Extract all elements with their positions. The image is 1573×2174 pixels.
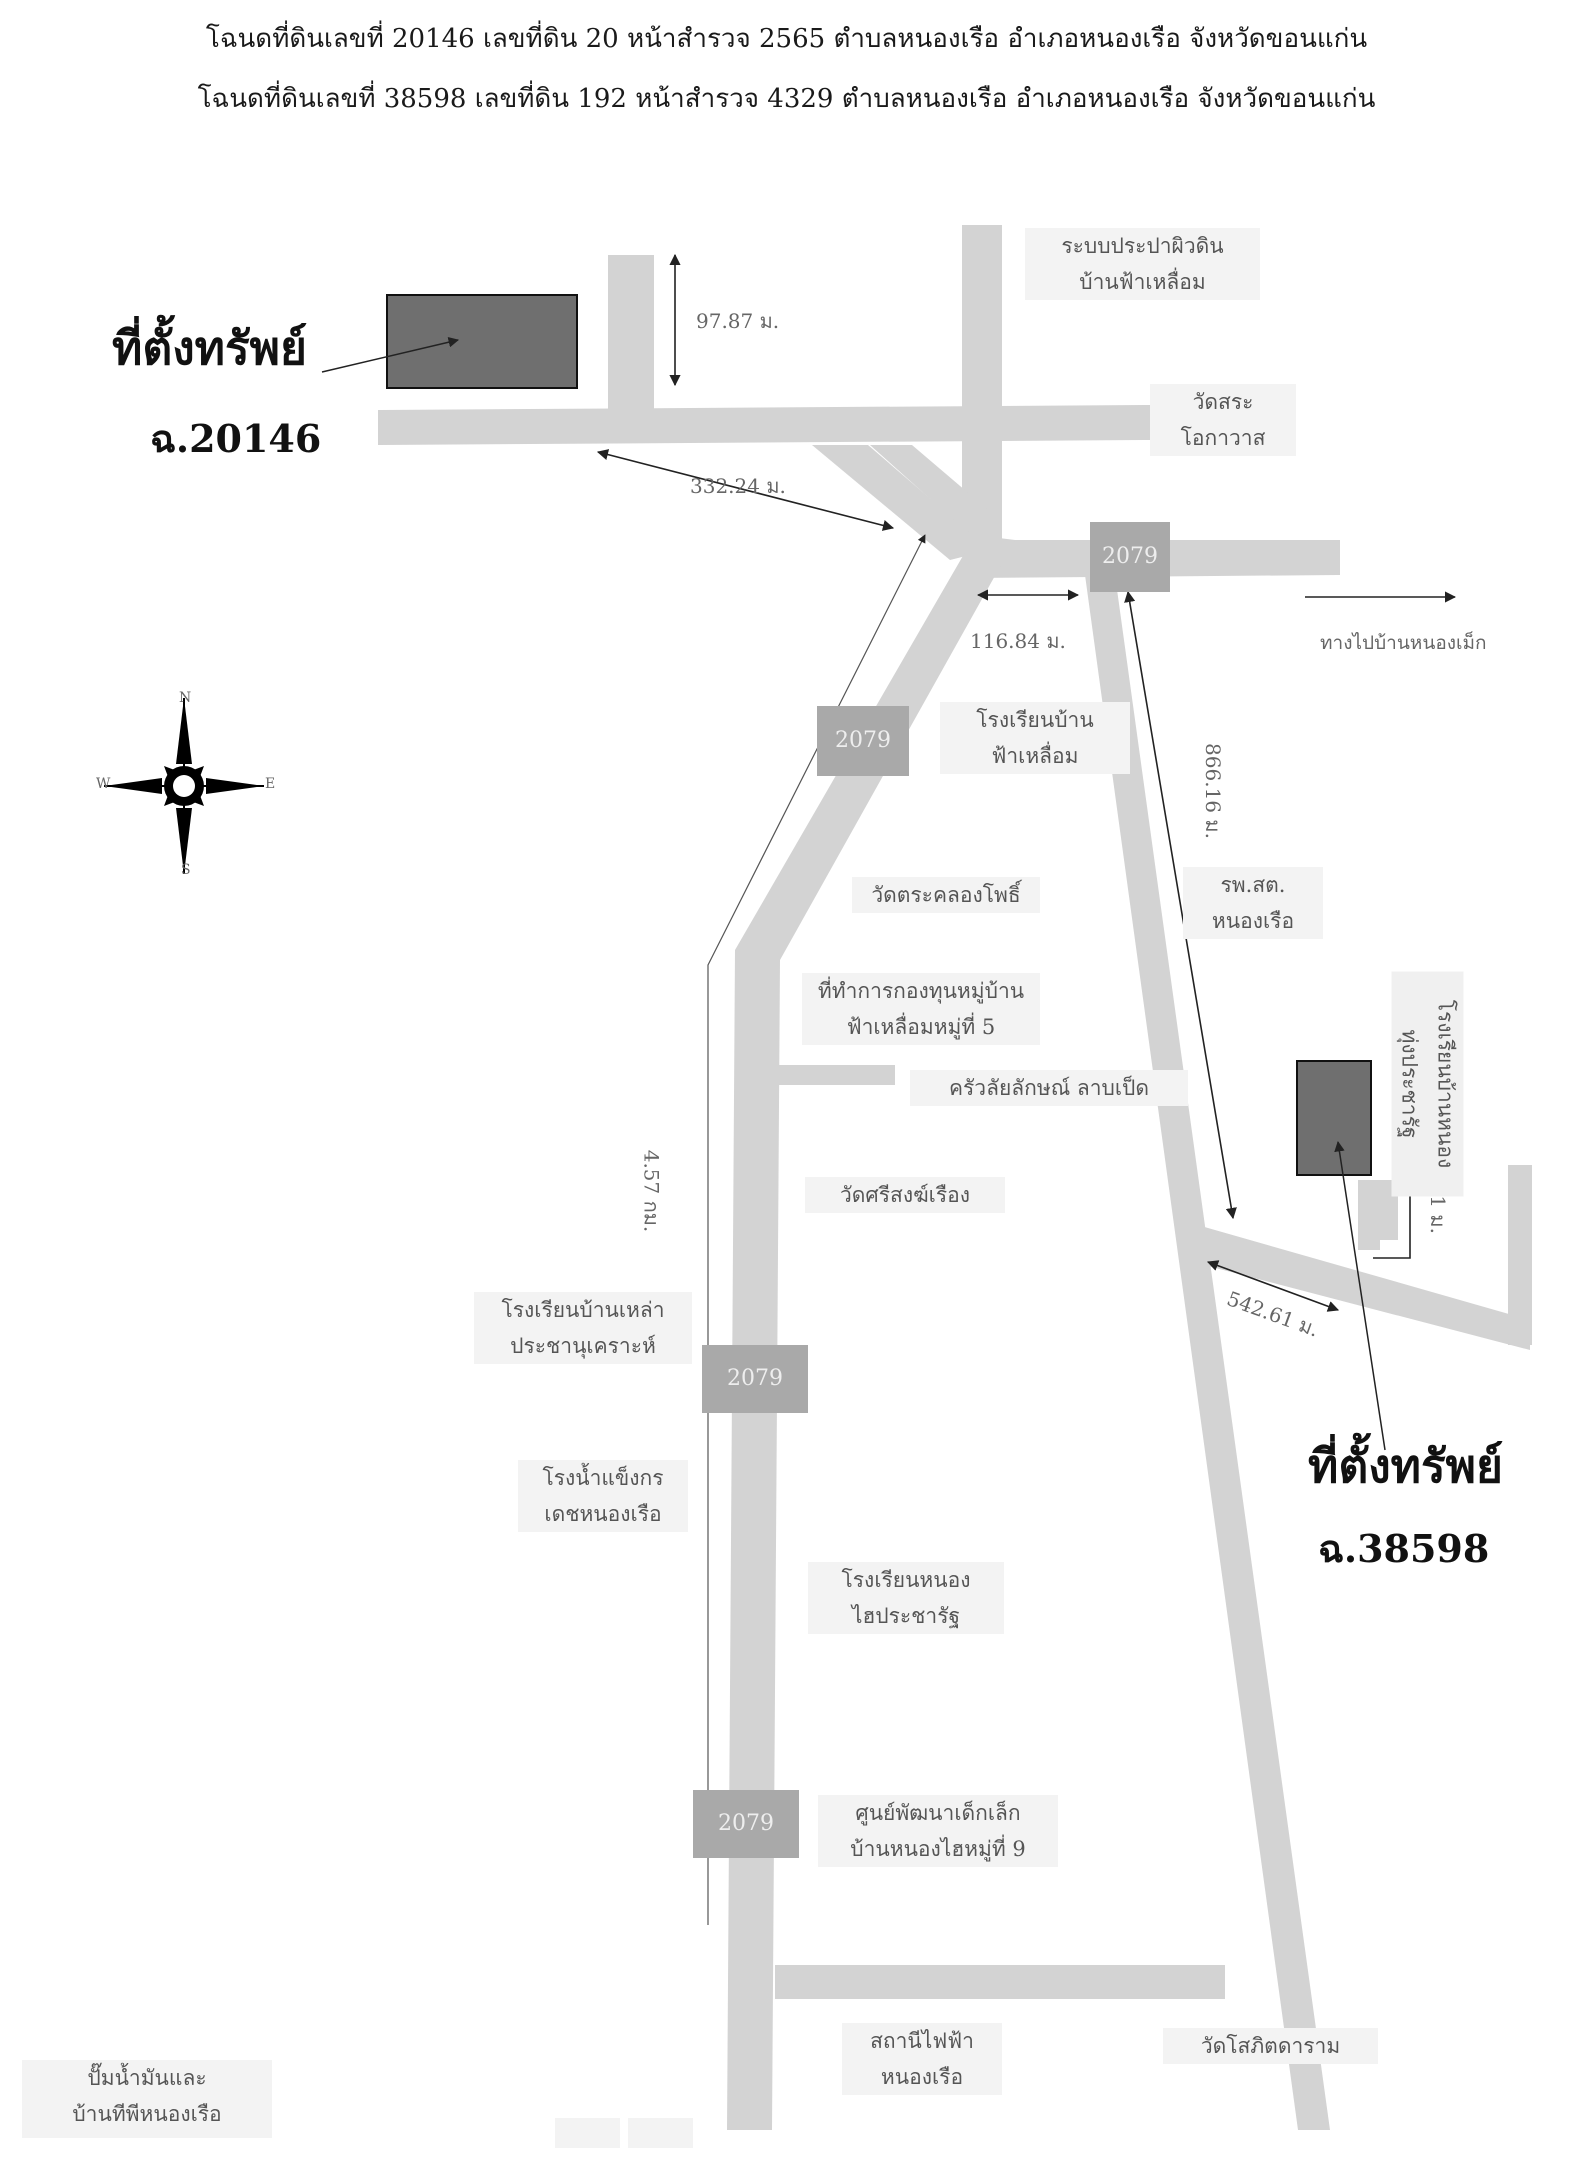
dim-line-542 xyxy=(1206,1260,1340,1312)
distance-4-57: 4.57 กม. xyxy=(639,1149,664,1233)
route-label-2079-b: 2079 xyxy=(702,1345,808,1413)
deed-line-1: โฉนดที่ดินเลขที่ 20146 เลขที่ดิน 20 หน้า… xyxy=(205,24,1368,54)
road-upper-left-vertical xyxy=(608,255,654,415)
compass-n: N xyxy=(179,690,192,706)
dim-line-332 xyxy=(596,449,895,531)
landmark-child-center: ศูนย์พัฒนาเด็กเล็กบ้านหนองไฮหมู่ที่ 9 xyxy=(818,1795,1058,1867)
distance-97: 97.87 ม. xyxy=(696,309,780,333)
road-to-property-2 xyxy=(1180,1220,1530,1350)
property-2-deed: ฉ.38598 xyxy=(1318,1526,1490,1571)
landmark-school-right: โรงเรียนบ้านหนองทุ่งประชารัฐ xyxy=(1391,971,1464,1197)
landmark-school-fa: โรงเรียนบ้านฟ้าเหลื่อม xyxy=(940,702,1130,774)
road-access-lane xyxy=(1358,1180,1398,1250)
property-1-title: ที่ตั้งทรัพย์ xyxy=(112,321,307,375)
property-1-deed: ฉ.20146 xyxy=(150,416,322,461)
road-diagonal-connector-b xyxy=(870,445,1000,530)
dim-line-4-57 xyxy=(707,534,926,1925)
compass-w: W xyxy=(96,776,111,792)
landmark-wat-sri: วัดศรีสงฆ์เรือง xyxy=(805,1177,1005,1213)
deed-line-2: โฉนดที่ดินเลขที่ 38598 เลขที่ดิน 192 หน้… xyxy=(197,84,1376,114)
direction-text: ทางไปบ้านหนองเม็ก xyxy=(1320,632,1487,654)
road-top-horizontal xyxy=(378,405,1150,445)
property-parcel-38598 xyxy=(1296,1060,1372,1176)
road-far-right-vertical xyxy=(1508,1165,1532,1345)
road-lower-horizontal xyxy=(775,1965,1225,1999)
dim-line-866 xyxy=(1124,590,1237,1220)
landmark-school-nong: โรงเรียนหนองไฮประชารัฐ xyxy=(808,1562,1004,1634)
road-2079-main xyxy=(727,535,1015,2130)
bottom-box-right xyxy=(628,2118,693,2148)
compass-e: E xyxy=(265,776,276,792)
landmark-school-lao: โรงเรียนบ้านเหล่าประชานุเคราะห์ xyxy=(474,1292,692,1364)
compass-s: S xyxy=(181,862,191,878)
distance-332: 332.24 ม. xyxy=(690,474,786,498)
compass-rose xyxy=(104,698,264,874)
pointer-arrow-property-2 xyxy=(1334,1140,1386,1451)
distance-866: 866.16 ม. xyxy=(1200,743,1225,839)
landmark-ice-factory: โรงน้ำแข็งกรเดชหนองเรือ xyxy=(518,1460,688,1532)
route-label-2079-junction: 2079 xyxy=(1090,522,1170,592)
landmark-restaurant: ครัวลัยลักษณ์ ลาบเป็ด xyxy=(910,1070,1188,1106)
landmark-gas-station: ปั๊มน้ำมันและบ้านทีพีหนองเรือ xyxy=(22,2060,272,2138)
property-parcel-20146 xyxy=(386,294,578,389)
landmark-wat-sra: วัดสระโอกาวาส xyxy=(1150,384,1296,456)
landmark-fund-office: ที่ทำการกองทุนหมู่บ้านฟ้าเหลื่อมหมู่ที่ … xyxy=(802,973,1040,1045)
route-label-2079-c: 2079 xyxy=(693,1790,799,1858)
route-label-2079-a: 2079 xyxy=(817,706,909,776)
landmark-clinic: รพ.สต.หนองเรือ xyxy=(1183,867,1323,939)
distance-116: 116.84 ม. xyxy=(970,629,1066,653)
road-side-lane xyxy=(775,1065,895,1085)
dimension-lines xyxy=(596,253,1457,1925)
landmark-wat-sok: วัดโสภิตดาราม xyxy=(1163,2028,1378,2064)
landmark-water-works: ระบบประปาผิวดินบ้านฟ้าเหลื่อม xyxy=(1025,228,1260,300)
property-2-title: ที่ตั้งทรัพย์ xyxy=(1308,1439,1503,1493)
pointer-arrow-property-1 xyxy=(321,337,460,373)
landmark-wat-krakhlong: วัดตระคลองโพธิ์ xyxy=(852,877,1040,913)
bottom-box-left xyxy=(555,2118,620,2148)
landmark-power-station: สถานีไฟฟ้าหนองเรือ xyxy=(842,2023,1002,2095)
